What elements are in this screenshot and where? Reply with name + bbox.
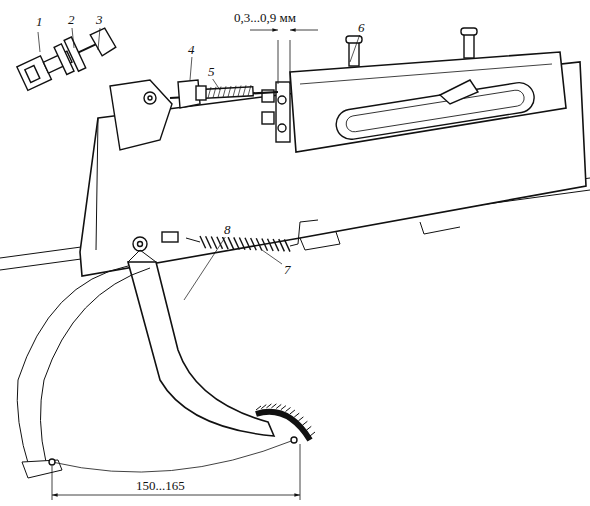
stroke [276,404,281,408]
stroke [200,236,206,248]
stroke [223,86,226,97]
callout-number: 2 [66,12,77,27]
stroke [223,237,229,249]
stroke [238,86,241,97]
stroke [239,238,245,250]
stroke [268,239,274,251]
stroke [306,426,311,430]
stroke [251,238,257,250]
stroke [206,236,212,248]
stroke [256,238,262,250]
stroke [290,410,295,414]
callout-number: 8 [222,222,233,237]
stroke [248,85,251,96]
callout-number: 5 [206,64,217,79]
callout-number: 3 [94,12,105,27]
stroke [243,85,246,96]
stroke [279,239,285,251]
callout-number: 4 [186,42,197,57]
stroke [234,237,240,249]
stroke [281,406,286,410]
stroke [286,408,291,412]
stroke [262,238,268,250]
stroke [256,406,261,410]
stroke [298,417,303,421]
stroke [213,87,216,98]
stroke [233,86,236,97]
stroke [211,236,217,248]
stroke [208,87,211,98]
dimension-label: 150...165 [134,478,187,493]
callout-number: 1 [34,14,45,29]
stroke [271,404,276,408]
stroke [261,405,266,409]
dimension-label: 0,3...0,9 мм [232,10,298,25]
stroke [228,86,231,97]
callout-number: 7 [282,262,293,277]
stroke [302,421,307,425]
stroke [284,239,290,251]
callout-number: 6 [356,20,367,35]
stroke [310,432,315,436]
stroke [273,239,279,251]
stroke [294,413,299,417]
stroke [245,238,251,250]
stroke [228,237,234,249]
stroke [266,404,271,408]
